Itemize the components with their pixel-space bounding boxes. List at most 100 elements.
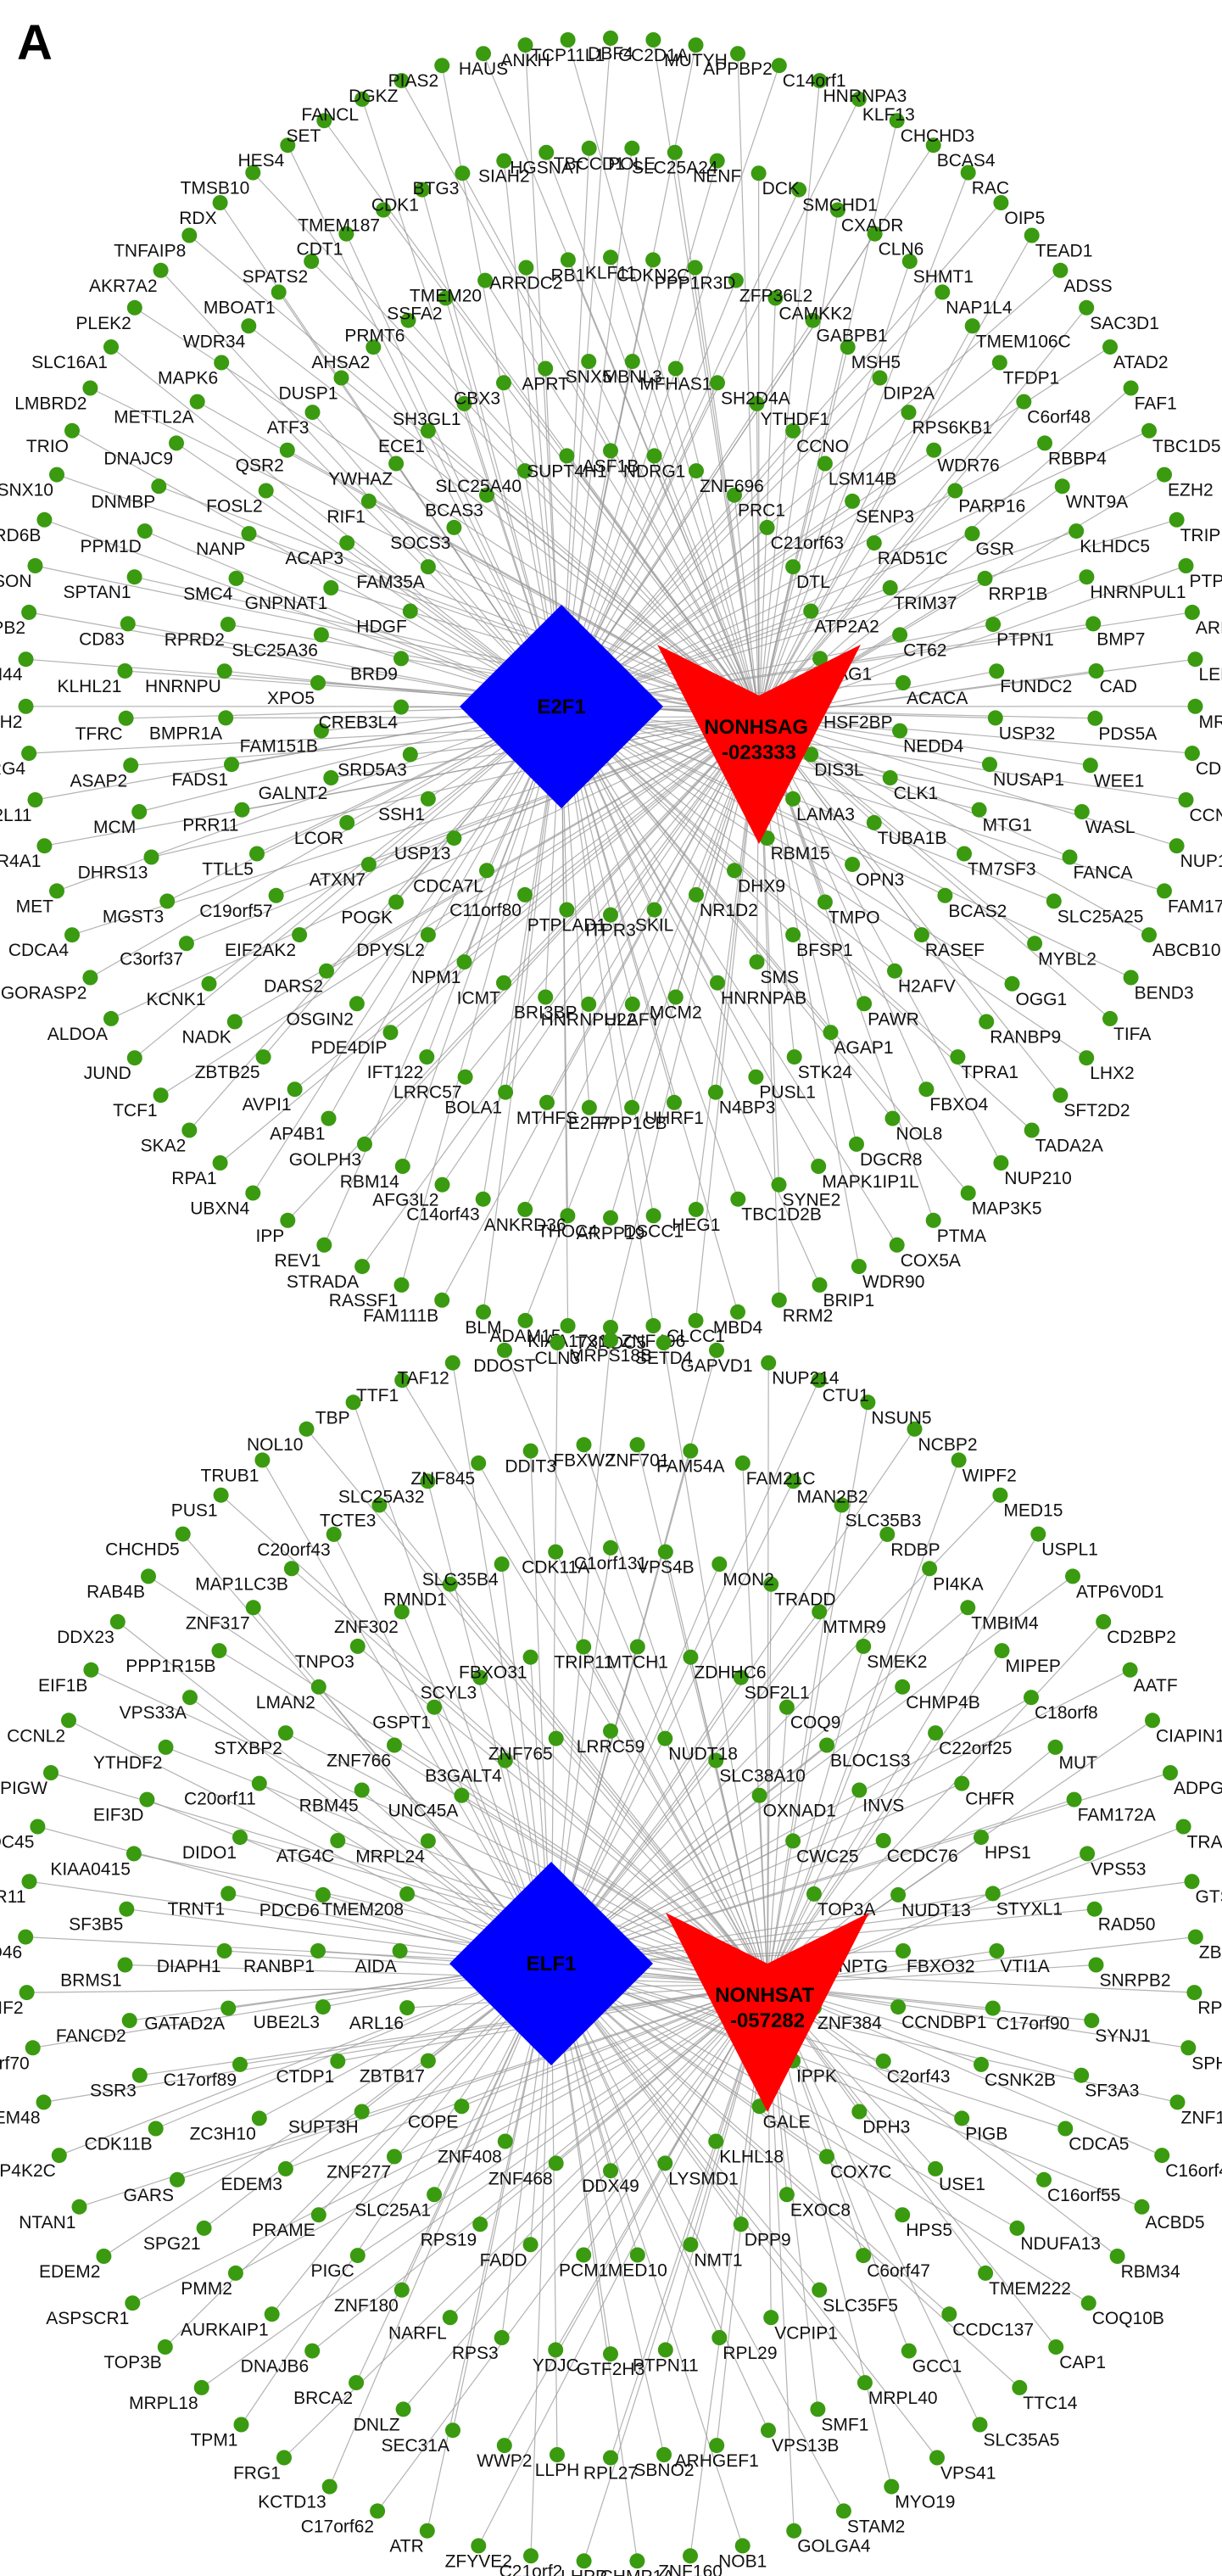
gene-label-tuba1b: TUBA1B — [878, 829, 947, 848]
gene-label-n4bp3: N4BP3 — [719, 1098, 776, 1118]
gene-node-ncbp2 — [907, 1421, 923, 1437]
gene-label-atf3: ATF3 — [267, 418, 310, 438]
gene-label-slc25a32: SLC25A32 — [338, 1487, 425, 1506]
gene-label-fbxw2: FBXW2 — [553, 1450, 614, 1470]
edge-lhx2 — [561, 706, 1087, 1059]
gene-node-plek2 — [126, 299, 142, 316]
gene-label-lhx2: LHX2 — [1090, 1064, 1135, 1083]
gene-label-slc25a36: SLC25A36 — [232, 640, 318, 660]
gene-node-zbtb17 — [420, 2053, 436, 2069]
gene-node-thoc4 — [560, 1208, 576, 1224]
lncrna-hub-label: NONHSAG -023333 — [704, 716, 813, 764]
gene-label-pard6b: PARD6B — [0, 526, 41, 545]
gene-node-c17orf90 — [985, 2000, 1001, 2016]
gene-node-ogg1 — [1004, 975, 1020, 992]
edge-pi4ka — [767, 1568, 930, 1986]
gene-node-sh3gl1 — [456, 395, 472, 411]
gene-node-top3b — [157, 2339, 173, 2355]
gene-node-vps41 — [929, 2450, 945, 2466]
gene-label-unc45a: UNC45A — [388, 1802, 459, 1821]
gene-node-jund — [126, 1050, 142, 1066]
gene-node-c19orf57 — [268, 887, 284, 903]
gene-node-stk24 — [786, 1049, 802, 1065]
gene-label-ippk: IPPK — [796, 2067, 837, 2087]
gene-label-znf180: ZNF180 — [334, 2296, 399, 2316]
gene-label-mapk6: MAPK6 — [158, 369, 218, 388]
gene-node-sf3a3 — [1074, 2067, 1090, 2083]
gene-label-srd5a3: SRD5A3 — [338, 761, 407, 780]
gene-node-trub1 — [254, 1452, 271, 1468]
gene-label-ccno: CCNO — [796, 437, 849, 456]
gene-label-gtse1: GTSE1 — [1196, 1887, 1222, 1907]
gene-node-tnpo3 — [349, 1638, 365, 1654]
edge-lmbrd2 — [90, 387, 760, 718]
gene-label-bcl2l11: BCL2L11 — [0, 806, 32, 825]
gene-node-ptma — [925, 1212, 941, 1228]
edge-rpl27 — [610, 1984, 768, 2458]
gene-node-man2b2 — [785, 1473, 801, 1489]
edge-mtif2 — [26, 1984, 768, 1993]
gene-node-agap1 — [823, 1025, 839, 1041]
gene-label-osgin2: OSGIN2 — [287, 1009, 354, 1029]
gene-label-pmm2: PMM2 — [181, 2279, 232, 2299]
gene-label-gorasp2: GORASP2 — [1, 984, 87, 1003]
edge-tcp11l1 — [567, 39, 760, 718]
gene-label-tmem106c: TMEM106C — [976, 332, 1071, 351]
gene-node-eif2ak2 — [292, 927, 308, 943]
gene-label-vps53: VPS53 — [1091, 1859, 1146, 1879]
gene-node-edem2 — [96, 2249, 112, 2264]
gene-label-idh2: IDH2 — [0, 712, 23, 732]
gene-node-cdca7l — [479, 863, 494, 879]
gene-node-icmt — [496, 975, 511, 991]
gene-node-afg3l2 — [434, 1176, 450, 1193]
gene-label-dusp1: DUSP1 — [278, 384, 338, 404]
gene-node-myo19 — [884, 2478, 900, 2495]
gene-node-klhl18 — [708, 2133, 724, 2149]
gene-node-rrm2 — [771, 1292, 787, 1308]
gene-node-pip4k2c — [51, 2148, 67, 2164]
gene-label-nup210: NUP210 — [1004, 1169, 1071, 1188]
gene-node-c22orf25 — [928, 1725, 944, 1741]
gene-label-gcc1: GCC1 — [912, 2357, 962, 2377]
edge-oip5 — [561, 202, 1002, 707]
gene-label-narfl: NARFL — [388, 2323, 447, 2343]
gene-label-uhrf1: UHRF1 — [644, 1109, 704, 1128]
gene-node-rps19 — [472, 2216, 488, 2232]
gene-node-gabpb2 — [21, 604, 37, 620]
gene-node-tmem48 — [36, 2094, 52, 2110]
gene-node-nusap1 — [982, 757, 997, 773]
gene-node-fundc2 — [989, 663, 1005, 679]
edge-bend3 — [561, 706, 1131, 979]
gene-label-rab4b: RAB4B — [86, 1582, 145, 1601]
gene-node-kcnk1 — [201, 975, 217, 992]
gene-label-rb1: RB1 — [550, 265, 585, 285]
edge-zdhhc6 — [689, 1657, 768, 1986]
gene-label-ift122: IFT122 — [367, 1063, 424, 1082]
gene-node-cdk11b — [148, 2121, 164, 2137]
edge-atp6v0d1 — [550, 1575, 1074, 1964]
edge-c21orf2 — [530, 1963, 552, 2556]
gene-node-rac — [960, 165, 976, 181]
gene-label-c6orf70: C6orf70 — [0, 2054, 30, 2073]
gene-node-c20orf43 — [326, 1526, 342, 1542]
gene-node-creb3l4 — [393, 699, 409, 715]
gene-label-dph3: DPH3 — [862, 2118, 910, 2137]
gene-label-hnrnpa3: HNRNPA3 — [823, 87, 907, 106]
gene-node-slc35f5 — [812, 2282, 828, 2298]
gene-label-ddx23: DDX23 — [57, 1628, 114, 1647]
gene-label-rbbp4: RBBP4 — [1048, 449, 1107, 468]
gene-node-e2f7 — [581, 1099, 597, 1115]
gene-label-stam2: STAM2 — [847, 2517, 905, 2536]
edge-afg3l2 — [442, 716, 760, 1186]
gene-label-rev1: REV1 — [274, 1251, 321, 1271]
edge-sac3d1 — [758, 307, 1087, 718]
gene-node-bloc1s3 — [819, 1737, 834, 1753]
edge-c22orf25 — [767, 1732, 936, 1986]
gene-node-fbxo31 — [522, 1649, 538, 1665]
edge-trub1 — [261, 1460, 552, 1964]
gene-node-cln3 — [550, 1335, 566, 1350]
gene-node-cdkn2c — [645, 252, 661, 268]
gene-node-tpm1 — [233, 2417, 249, 2433]
gene-node-parp16 — [947, 483, 963, 499]
gene-label-rps3: RPS3 — [452, 2344, 499, 2363]
